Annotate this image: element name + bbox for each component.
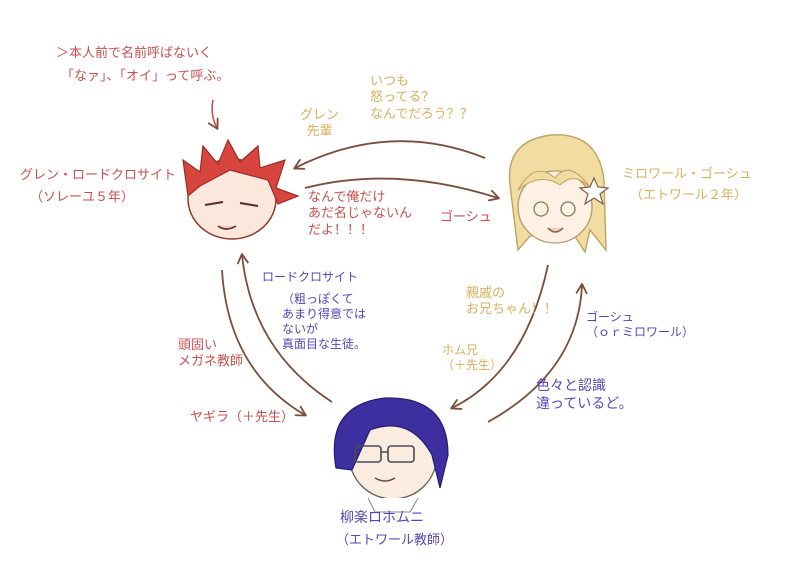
miroir-to-glen-name: グレン 先輩 [300,108,340,140]
arrow-glen-to-homuni [221,269,307,417]
glen-to-homuni-thought: 頭固い メガネ教師 [178,338,244,370]
homuni-to-miroir-thought: 色々と認識 違っているど。 [536,378,633,412]
miroir-to-homuni-thought: 親戚の お兄ちゃん！！ [466,286,558,318]
glen-note-line2: 「なァ」、「オイ」って呼ぶ。 [61,69,230,84]
arrow-homuni-to-glen [236,253,333,403]
homuni-to-miroir-name: ゴーシュ （ｏｒミロワール） [586,310,695,339]
miroir-name: ミロワール・ゴーシュ [622,167,752,182]
miroir-to-homuni-name: ホム兄 （＋先生） [442,343,503,372]
homuni-to-glen-name: ロードクロサイト [262,270,359,284]
arrow-note-to-glen [207,99,219,130]
glen-note-line1: ＞本人前で名前呼ばないく [56,46,213,61]
glen-portrait [182,138,300,240]
arrow-miroir-to-glen [293,140,486,170]
miroir-portrait [508,134,610,254]
arrow-homuni-to-miroir [487,283,588,423]
glen-name: グレン・ロードクロサイト [20,168,177,183]
glen-to-homuni-name: ヤギラ（＋先生） [190,410,295,425]
homuni-affiliation: （エトワール教師） [336,533,454,548]
miroir-to-glen-thought: いつも 怒ってる？ なんでだろう？？ [370,74,473,122]
arrow-glen-to-miroir [304,177,500,202]
homuni-portrait [333,397,449,513]
glen-affiliation: （ソレーユ５年） [30,190,135,205]
glen-to-miroir-name: ゴーシュ [440,210,492,225]
arrow-miroir-to-homuni [450,264,549,410]
glen-to-miroir-thought: なんで俺だけ あだ名じゃないん だよ！！！ [308,190,413,238]
homuni-to-glen-thought: （粗っぽくて あまり得意では ないが 真面目な生徒。 [282,292,367,351]
miroir-affiliation: （エトワール２年） [630,188,748,203]
homuni-name: 柳楽ロホムニ [340,510,424,526]
